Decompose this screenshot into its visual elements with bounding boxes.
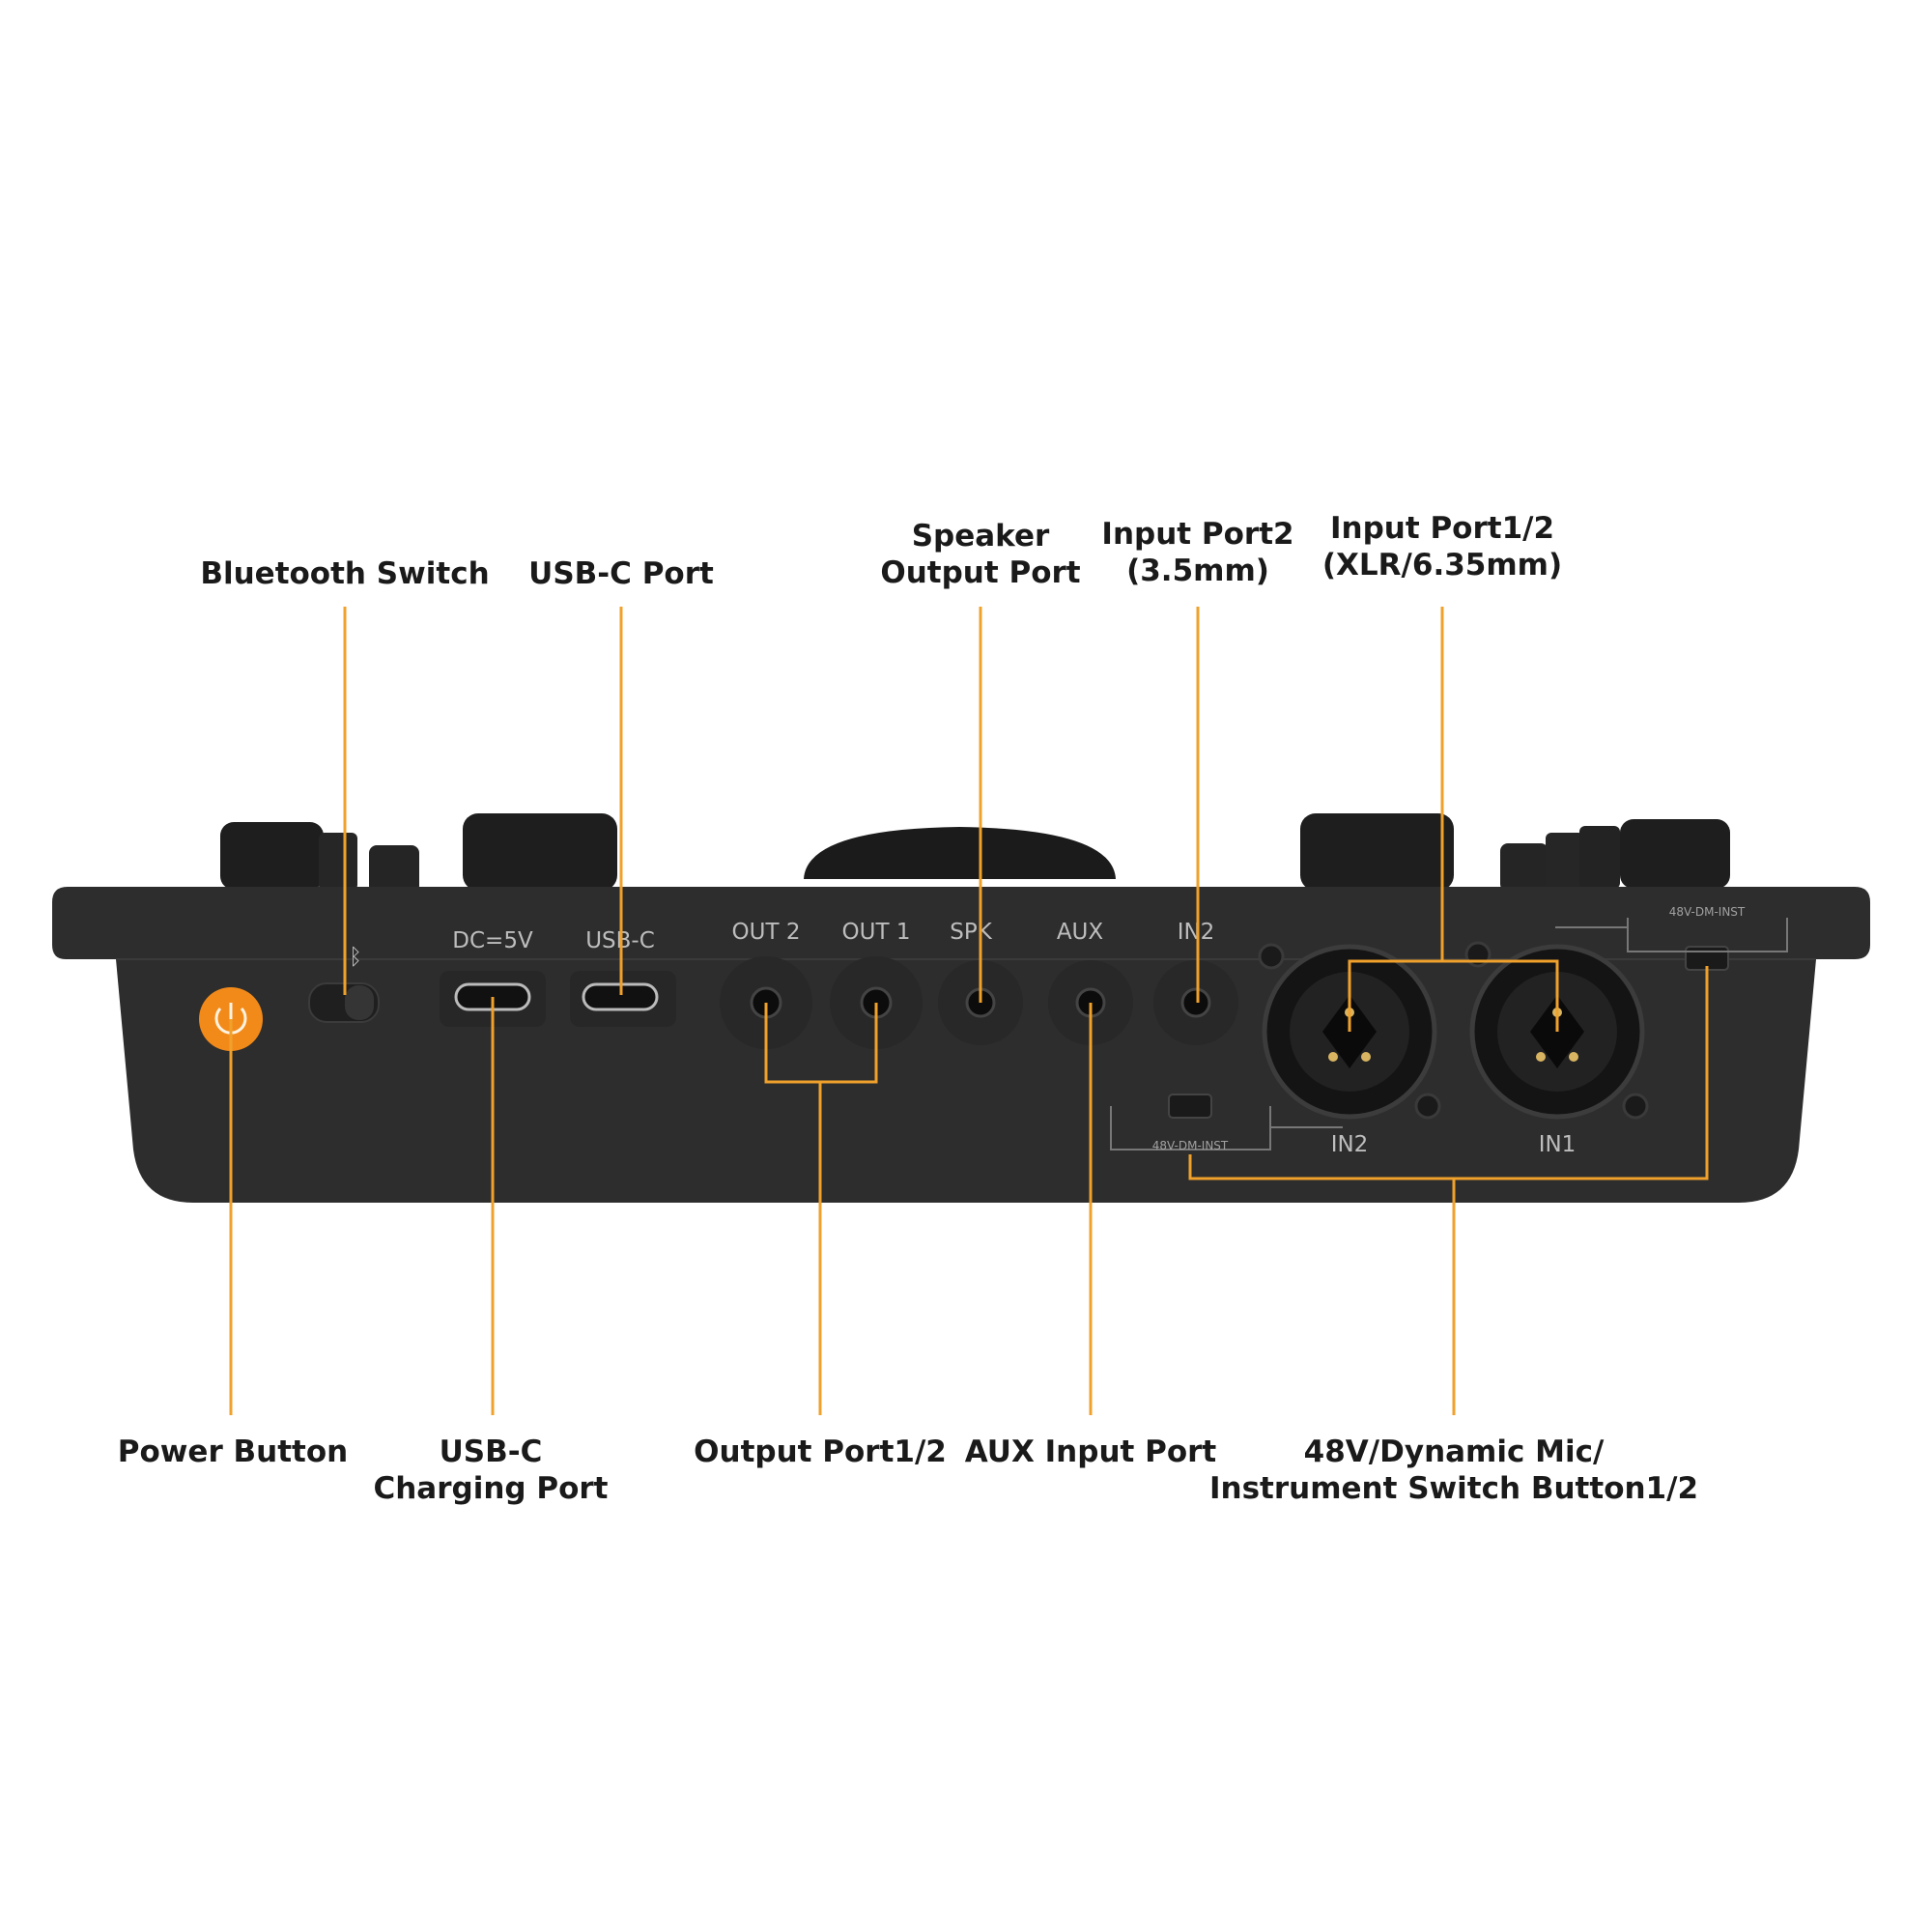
callout-power-button: Power Button <box>118 1434 348 1470</box>
label-xlr-in2: IN2 <box>1331 1132 1369 1157</box>
callout-aux-input-port: AUX Input Port <box>965 1434 1217 1470</box>
label-switch-2: 48V-DM-INST <box>1152 1139 1229 1152</box>
label-aux: AUX <box>1057 920 1104 945</box>
callout-input-port-2: Input Port2(3.5mm) <box>1101 516 1293 589</box>
callout-text: 48V/Dynamic Mic/ <box>1303 1435 1605 1469</box>
callout-text: USB-C <box>439 1435 543 1469</box>
callout-text: Output Port <box>880 555 1081 590</box>
label-xlr-in1: IN1 <box>1539 1132 1577 1157</box>
label-switch-1: 48V-DM-INST <box>1669 905 1746 919</box>
leader-lines <box>229 607 1709 1415</box>
device-body <box>52 887 1870 1203</box>
callout-input-port-1-2: Input Port1/2(XLR/6.35mm) <box>1322 510 1562 583</box>
callout-text: Instrument Switch Button1/2 <box>1208 1471 1699 1506</box>
label-out2: OUT 2 <box>732 920 801 945</box>
callout-text: AUX Input Port <box>964 1435 1217 1469</box>
callout-text: Output Port1/2 <box>694 1435 947 1469</box>
callout-text: USB-C Port <box>528 556 714 591</box>
callout-text: Charging Port <box>373 1471 609 1506</box>
label-in2-jack: IN2 <box>1178 920 1215 945</box>
callout-48v-switch-button: 48V/Dynamic Mic/Instrument Switch Button… <box>1209 1434 1698 1507</box>
mode-switch-2 <box>1168 1094 1212 1119</box>
label-out1: OUT 1 <box>842 920 911 945</box>
callout-text: Input Port1/2 <box>1329 511 1555 546</box>
label-spk: SPK <box>950 920 992 945</box>
callout-text: Input Port2 <box>1101 517 1294 552</box>
bluetooth-icon: ᛒ <box>349 945 362 970</box>
callout-output-port-1-2: Output Port1/2 <box>694 1434 947 1470</box>
top-knobs <box>220 813 1730 894</box>
callout-text: (XLR/6.35mm) <box>1321 548 1563 582</box>
callout-text: Speaker <box>911 519 1050 554</box>
callout-usb-c-port: USB-C Port <box>528 555 714 592</box>
callout-text: Power Button <box>117 1435 349 1469</box>
input-port-2-jack <box>1180 987 1211 1018</box>
callout-text: Bluetooth Switch <box>200 556 490 591</box>
callout-text: (3.5mm) <box>1126 554 1269 588</box>
callout-bluetooth-switch: Bluetooth Switch <box>200 555 489 592</box>
label-dc: DC=5V <box>452 928 533 953</box>
